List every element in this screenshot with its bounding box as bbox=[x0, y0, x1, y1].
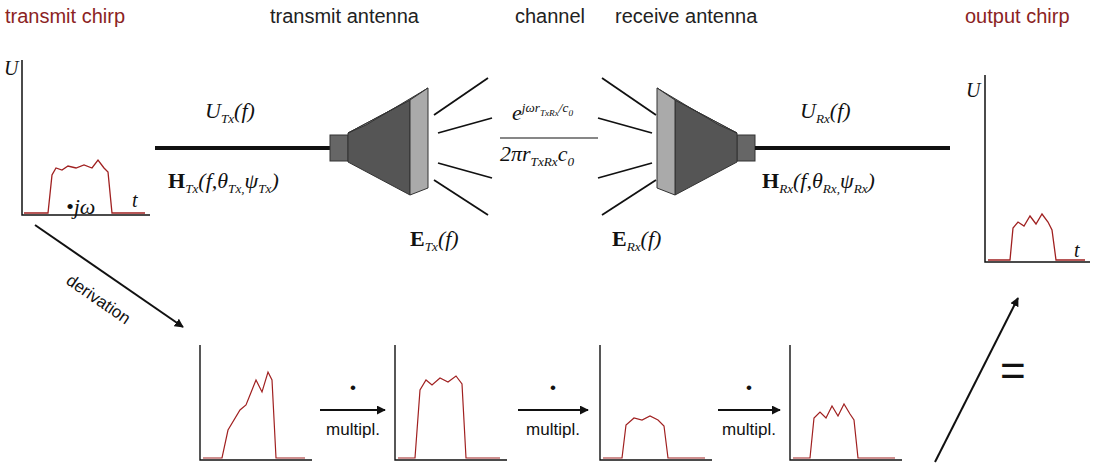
equals-sign-group: = bbox=[1000, 345, 1026, 398]
axis-label: t bbox=[1074, 239, 1080, 261]
formula: Rx bbox=[779, 181, 793, 196]
heading-group: transmit chirp bbox=[5, 4, 125, 28]
formula: Tx bbox=[258, 181, 271, 196]
formula: TxRx bbox=[540, 108, 559, 118]
axis-label-group: t bbox=[1074, 238, 1080, 262]
formula: H bbox=[168, 168, 185, 193]
formula: ψ bbox=[840, 168, 854, 193]
formula-group: HRx(f,θRx,ψRx) bbox=[762, 168, 875, 196]
formula-group: URx(f) bbox=[800, 98, 851, 126]
receive-horn bbox=[657, 88, 755, 195]
formula: /c bbox=[559, 100, 569, 115]
formula: (f) bbox=[641, 226, 662, 251]
formula: Tx bbox=[221, 111, 234, 126]
radiation-lines bbox=[434, 78, 656, 215]
operation-label-group: derivation bbox=[62, 271, 134, 330]
formula: U bbox=[205, 98, 221, 123]
axis-label-group: t bbox=[132, 188, 138, 212]
operator: • bbox=[350, 378, 356, 397]
heading-group: transmit antenna bbox=[270, 4, 419, 28]
formula: 0 bbox=[567, 154, 574, 169]
operator-group: • bbox=[746, 378, 752, 398]
formula: Rx bbox=[854, 181, 868, 196]
heading: channel bbox=[515, 5, 585, 27]
formula: ) bbox=[868, 168, 875, 193]
heading-group: output chirp bbox=[965, 4, 1070, 28]
formula: E bbox=[612, 226, 627, 251]
operation-label-group: multipl. bbox=[526, 420, 580, 440]
formula: Rx bbox=[627, 239, 641, 254]
transmit-plot bbox=[22, 60, 150, 215]
formula: U bbox=[800, 98, 816, 123]
formula: Rx bbox=[816, 111, 830, 126]
operation-label: multipl. bbox=[722, 420, 776, 439]
formula-group: ETx(f) bbox=[410, 226, 459, 254]
axis-label-group: U bbox=[4, 56, 18, 80]
heading: receive antenna bbox=[615, 5, 757, 27]
heading: transmit chirp bbox=[5, 5, 125, 27]
formula: E bbox=[410, 226, 425, 251]
operator-group: • bbox=[350, 378, 356, 398]
operator: • bbox=[550, 378, 556, 397]
fraction-bar bbox=[500, 137, 598, 138]
operator-group: •jω bbox=[66, 194, 95, 220]
heading: transmit antenna bbox=[270, 5, 419, 27]
formula: TxRx bbox=[531, 154, 558, 169]
formula: (f,θ bbox=[198, 168, 228, 193]
operation-label: derivation bbox=[63, 271, 135, 328]
output-plot bbox=[985, 75, 1090, 262]
formula: ψ bbox=[245, 168, 259, 193]
formula: 0 bbox=[568, 108, 573, 118]
formula: H bbox=[762, 168, 779, 193]
transmit-horn bbox=[330, 88, 428, 195]
operator: •jω bbox=[66, 194, 95, 219]
formula: Tx, bbox=[228, 181, 244, 196]
equals-sign: = bbox=[1000, 346, 1026, 395]
feed-line bbox=[155, 146, 332, 150]
axis-label-group: U bbox=[966, 78, 980, 102]
formula: e bbox=[512, 100, 522, 125]
axis-label: U bbox=[966, 79, 980, 101]
operator: • bbox=[746, 378, 752, 397]
formula: (f) bbox=[830, 98, 851, 123]
stage-plots bbox=[200, 345, 902, 460]
formula: c bbox=[558, 141, 568, 166]
operation-label-group: multipl. bbox=[722, 420, 776, 440]
formula: Tx bbox=[185, 181, 198, 196]
formula: (f) bbox=[438, 226, 459, 251]
formula: (f) bbox=[234, 98, 255, 123]
heading-group: receive antenna bbox=[615, 4, 757, 28]
formula-group: HTx(f,θTx,ψTx) bbox=[168, 168, 279, 196]
multiply-arrows bbox=[320, 298, 1018, 462]
formula-group: 2πrTxRxc0 bbox=[500, 141, 574, 169]
formula-group: UTx(f) bbox=[205, 98, 255, 126]
operation-label-group: multipl. bbox=[326, 420, 380, 440]
operation-label: multipl. bbox=[526, 420, 580, 439]
axis-label: t bbox=[132, 189, 138, 211]
feed-line bbox=[755, 146, 950, 150]
formula: Tx bbox=[425, 239, 438, 254]
formula: ) bbox=[271, 168, 278, 193]
formula-group: ERx(f) bbox=[612, 226, 661, 254]
formula: Rx, bbox=[823, 181, 840, 196]
formula-group: ejωrTxRx/c0 bbox=[512, 100, 573, 126]
operation-label: multipl. bbox=[326, 420, 380, 439]
formula: (f,θ bbox=[793, 168, 823, 193]
operator-group: • bbox=[550, 378, 556, 398]
axis-label: U bbox=[4, 57, 18, 79]
formula: 2πr bbox=[500, 141, 531, 166]
formula: jωr bbox=[522, 100, 540, 115]
heading: output chirp bbox=[965, 5, 1070, 27]
heading-group: channel bbox=[515, 4, 585, 28]
